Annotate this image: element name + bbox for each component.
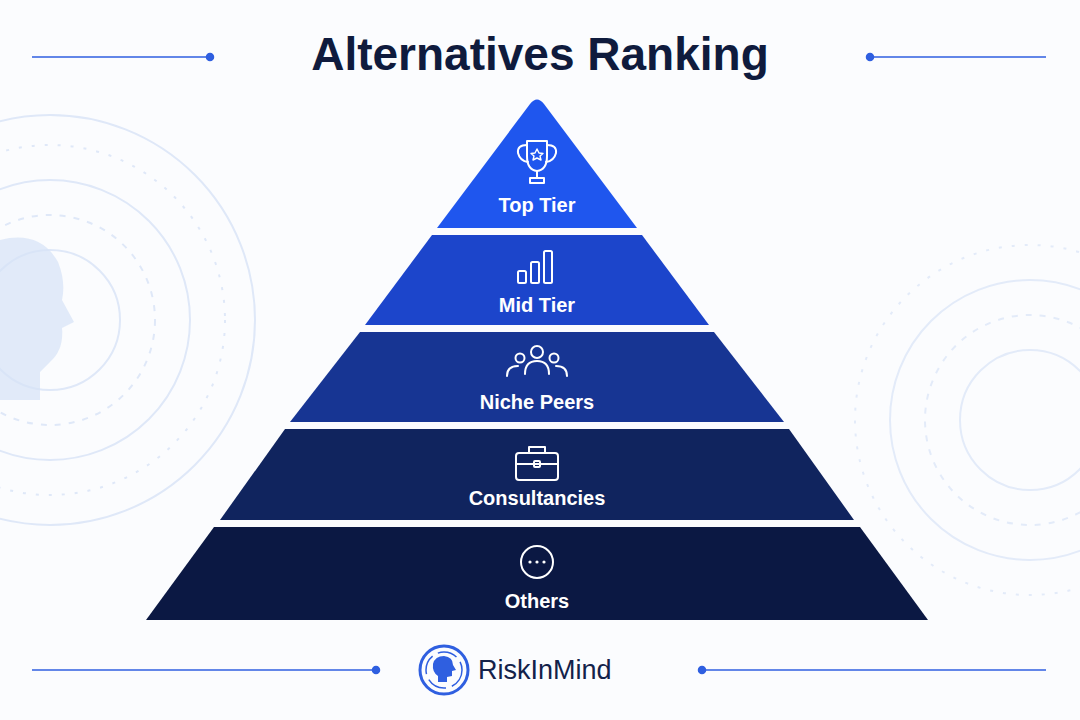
tier-label: Mid Tier — [365, 293, 709, 317]
brand-name: RiskInMind — [478, 654, 612, 686]
pyramid-band: Others — [146, 527, 928, 620]
trophy-icon — [518, 141, 556, 183]
band-fill — [146, 527, 928, 620]
tier-label: Niche Peers — [290, 390, 784, 414]
pyramid-band: Mid Tier — [365, 235, 709, 325]
divider-lines — [32, 54, 1046, 674]
pyramid-band: Top Tier — [437, 98, 637, 228]
pyramid-band: Niche Peers — [290, 332, 784, 422]
band-fill — [437, 100, 637, 229]
band-fill — [365, 235, 709, 325]
brand-logo — [420, 646, 468, 694]
people-icon — [507, 346, 567, 376]
left-rings — [0, 115, 255, 525]
tier-label: Top Tier — [437, 193, 637, 217]
bar-chart-icon — [518, 251, 552, 283]
pyramid-band: Consultancies — [220, 429, 854, 520]
band-fill — [220, 429, 854, 520]
band-fill — [290, 332, 784, 422]
ellipsis-icon — [521, 546, 553, 578]
briefcase-icon — [516, 447, 558, 480]
tier-label: Others — [146, 589, 928, 613]
diagram-title: Alternatives Ranking — [0, 26, 1080, 82]
tier-label: Consultancies — [220, 486, 854, 510]
right-rings — [855, 245, 1080, 595]
head-silhouette — [0, 238, 74, 400]
